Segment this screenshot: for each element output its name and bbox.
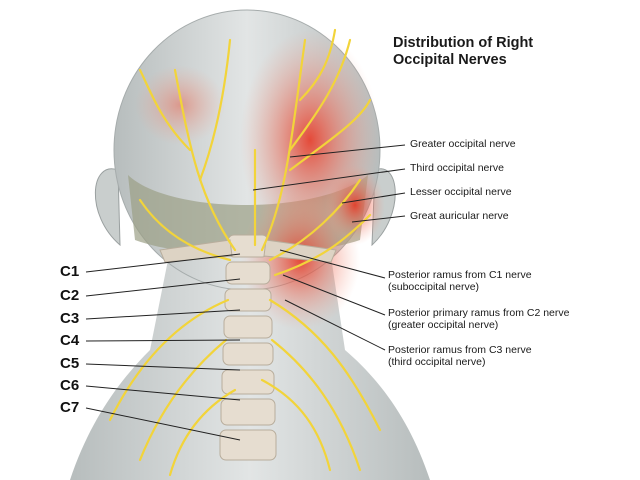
label-c2-posterior-ramus: Posterior primary ramus from C2 nerve (g… [388,307,569,331]
label-leaders [85,144,406,441]
vertebra-label-c6: C6 [60,377,80,394]
vertebra-label-c5: C5 [60,355,80,372]
title-line-1: Distribution of Right [393,35,534,51]
label-third-occipital-nerve: Third occipital nerve [410,162,504,174]
c1-ramus-line-2: (suboccipital nerve) [388,281,480,293]
nerve-branches [108,28,382,477]
c2-ramus-line-1: Posterior primary ramus from C2 nerve [388,307,570,319]
left-pain-area [135,65,225,145]
vertebra-label-c7: C7 [60,399,80,416]
label-greater-occipital-nerve: Greater occipital nerve [410,138,516,150]
vertebra-label-c4: C4 [60,332,80,349]
cervical-spine [159,234,337,461]
label-lesser-occipital-nerve: Lesser occipital nerve [410,186,512,198]
right-ear-pain-area [325,165,385,245]
vertebra-label-c3: C3 [60,310,80,327]
c3-ramus-line-1: Posterior ramus from C3 nerve [388,344,532,356]
c1-ramus-line-1: Posterior ramus from C1 nerve [388,269,532,281]
left-ear [94,168,121,247]
c3-ramus-line-2: (third occipital nerve) [388,356,486,368]
vertebra-label-c2: C2 [60,287,80,304]
label-great-auricular-nerve: Great auricular nerve [410,210,509,222]
vertebra-label-c1: C1 [60,263,80,280]
title-line-2: Occipital Nerves [393,52,507,68]
diagram-title: Distribution of Right Occipital Nerves [393,35,533,69]
c2-ramus-line-2: (greater occipital nerve) [388,319,499,331]
label-c3-posterior-ramus: Posterior ramus from C3 nerve (third occ… [388,344,532,368]
label-c1-posterior-ramus: Posterior ramus from C1 nerve (suboccipi… [388,269,532,293]
